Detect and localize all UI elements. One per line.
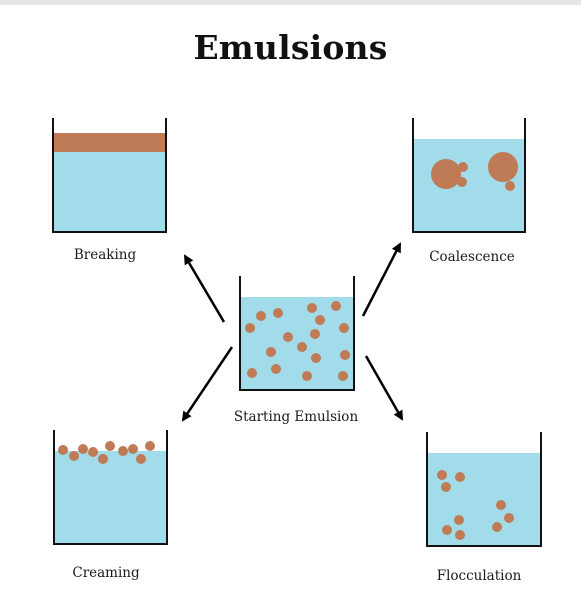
starting-droplet: [302, 371, 312, 381]
coalescence-beaker-outline: [412, 118, 526, 233]
label-breaking: Breaking: [73, 247, 137, 263]
page-title: Emulsions: [193, 28, 388, 67]
creaming-beaker: [53, 430, 168, 545]
coalescence-droplet: [505, 181, 515, 191]
coalescence-droplet: [457, 177, 467, 187]
starting-droplet: [247, 368, 257, 378]
coalescence-droplet: [458, 162, 468, 172]
arrow-to-breaking: [183, 254, 226, 323]
breaking-beaker: [52, 118, 167, 233]
flocculation-beaker: [426, 432, 542, 547]
creaming-droplet: [145, 441, 155, 451]
starting-droplet: [340, 350, 350, 360]
flocculation-beaker-outline: [426, 432, 542, 547]
starting-droplet: [338, 371, 348, 381]
top-border-strip: [0, 0, 581, 5]
creaming-droplet: [98, 454, 108, 464]
creaming-droplet: [58, 445, 68, 455]
arrow-to-flocculation: [364, 355, 404, 421]
creaming-droplet: [69, 451, 79, 461]
starting-droplet: [297, 342, 307, 352]
starting-droplet: [266, 347, 276, 357]
label-creaming: Creaming: [72, 565, 140, 581]
flocculation-droplet: [442, 525, 452, 535]
creaming-water: [54, 451, 167, 544]
coalescence-large-droplet: [488, 152, 518, 182]
starting-droplet: [311, 353, 321, 363]
flocculation-droplet: [455, 530, 465, 540]
arrow-to-creaming: [181, 346, 234, 422]
starting-water: [240, 297, 354, 390]
arrow-to-coalescence: [361, 242, 402, 317]
creaming-droplet: [105, 441, 115, 451]
label-coalescence: Coalescence: [429, 249, 515, 265]
label-flocculation: Flocculation: [436, 568, 522, 584]
starting-droplet: [339, 323, 349, 333]
breaking-oil-layer: [53, 133, 166, 152]
creaming-droplet: [118, 446, 128, 456]
creaming-droplet: [78, 444, 88, 454]
starting-droplet: [256, 311, 266, 321]
flocculation-droplet: [441, 482, 451, 492]
starting-droplet: [271, 364, 281, 374]
creaming-droplet: [136, 454, 146, 464]
flocculation-droplet: [454, 515, 464, 525]
starting-droplet: [245, 323, 255, 333]
breaking-water: [53, 152, 166, 232]
flocculation-droplet: [437, 470, 447, 480]
coalescence-beaker: [412, 118, 526, 233]
flocculation-droplet: [496, 500, 506, 510]
starting-beaker-outline: [239, 276, 355, 391]
flocculation-droplet: [504, 513, 514, 523]
creaming-droplet: [88, 447, 98, 457]
breaking-beaker-outline: [52, 118, 167, 233]
starting-emulsion-beaker: [239, 276, 355, 391]
label-starting-emulsion: Starting Emulsion: [233, 409, 359, 425]
starting-droplet: [315, 315, 325, 325]
creaming-droplet: [128, 444, 138, 454]
starting-droplet: [310, 329, 320, 339]
coalescence-large-droplet: [431, 159, 461, 189]
flocculation-droplet: [492, 522, 502, 532]
flocculation-droplet: [455, 472, 465, 482]
starting-droplet: [331, 301, 341, 311]
starting-droplet: [307, 303, 317, 313]
creaming-beaker-outline: [53, 430, 168, 545]
starting-droplet: [283, 332, 293, 342]
starting-droplet: [273, 308, 283, 318]
